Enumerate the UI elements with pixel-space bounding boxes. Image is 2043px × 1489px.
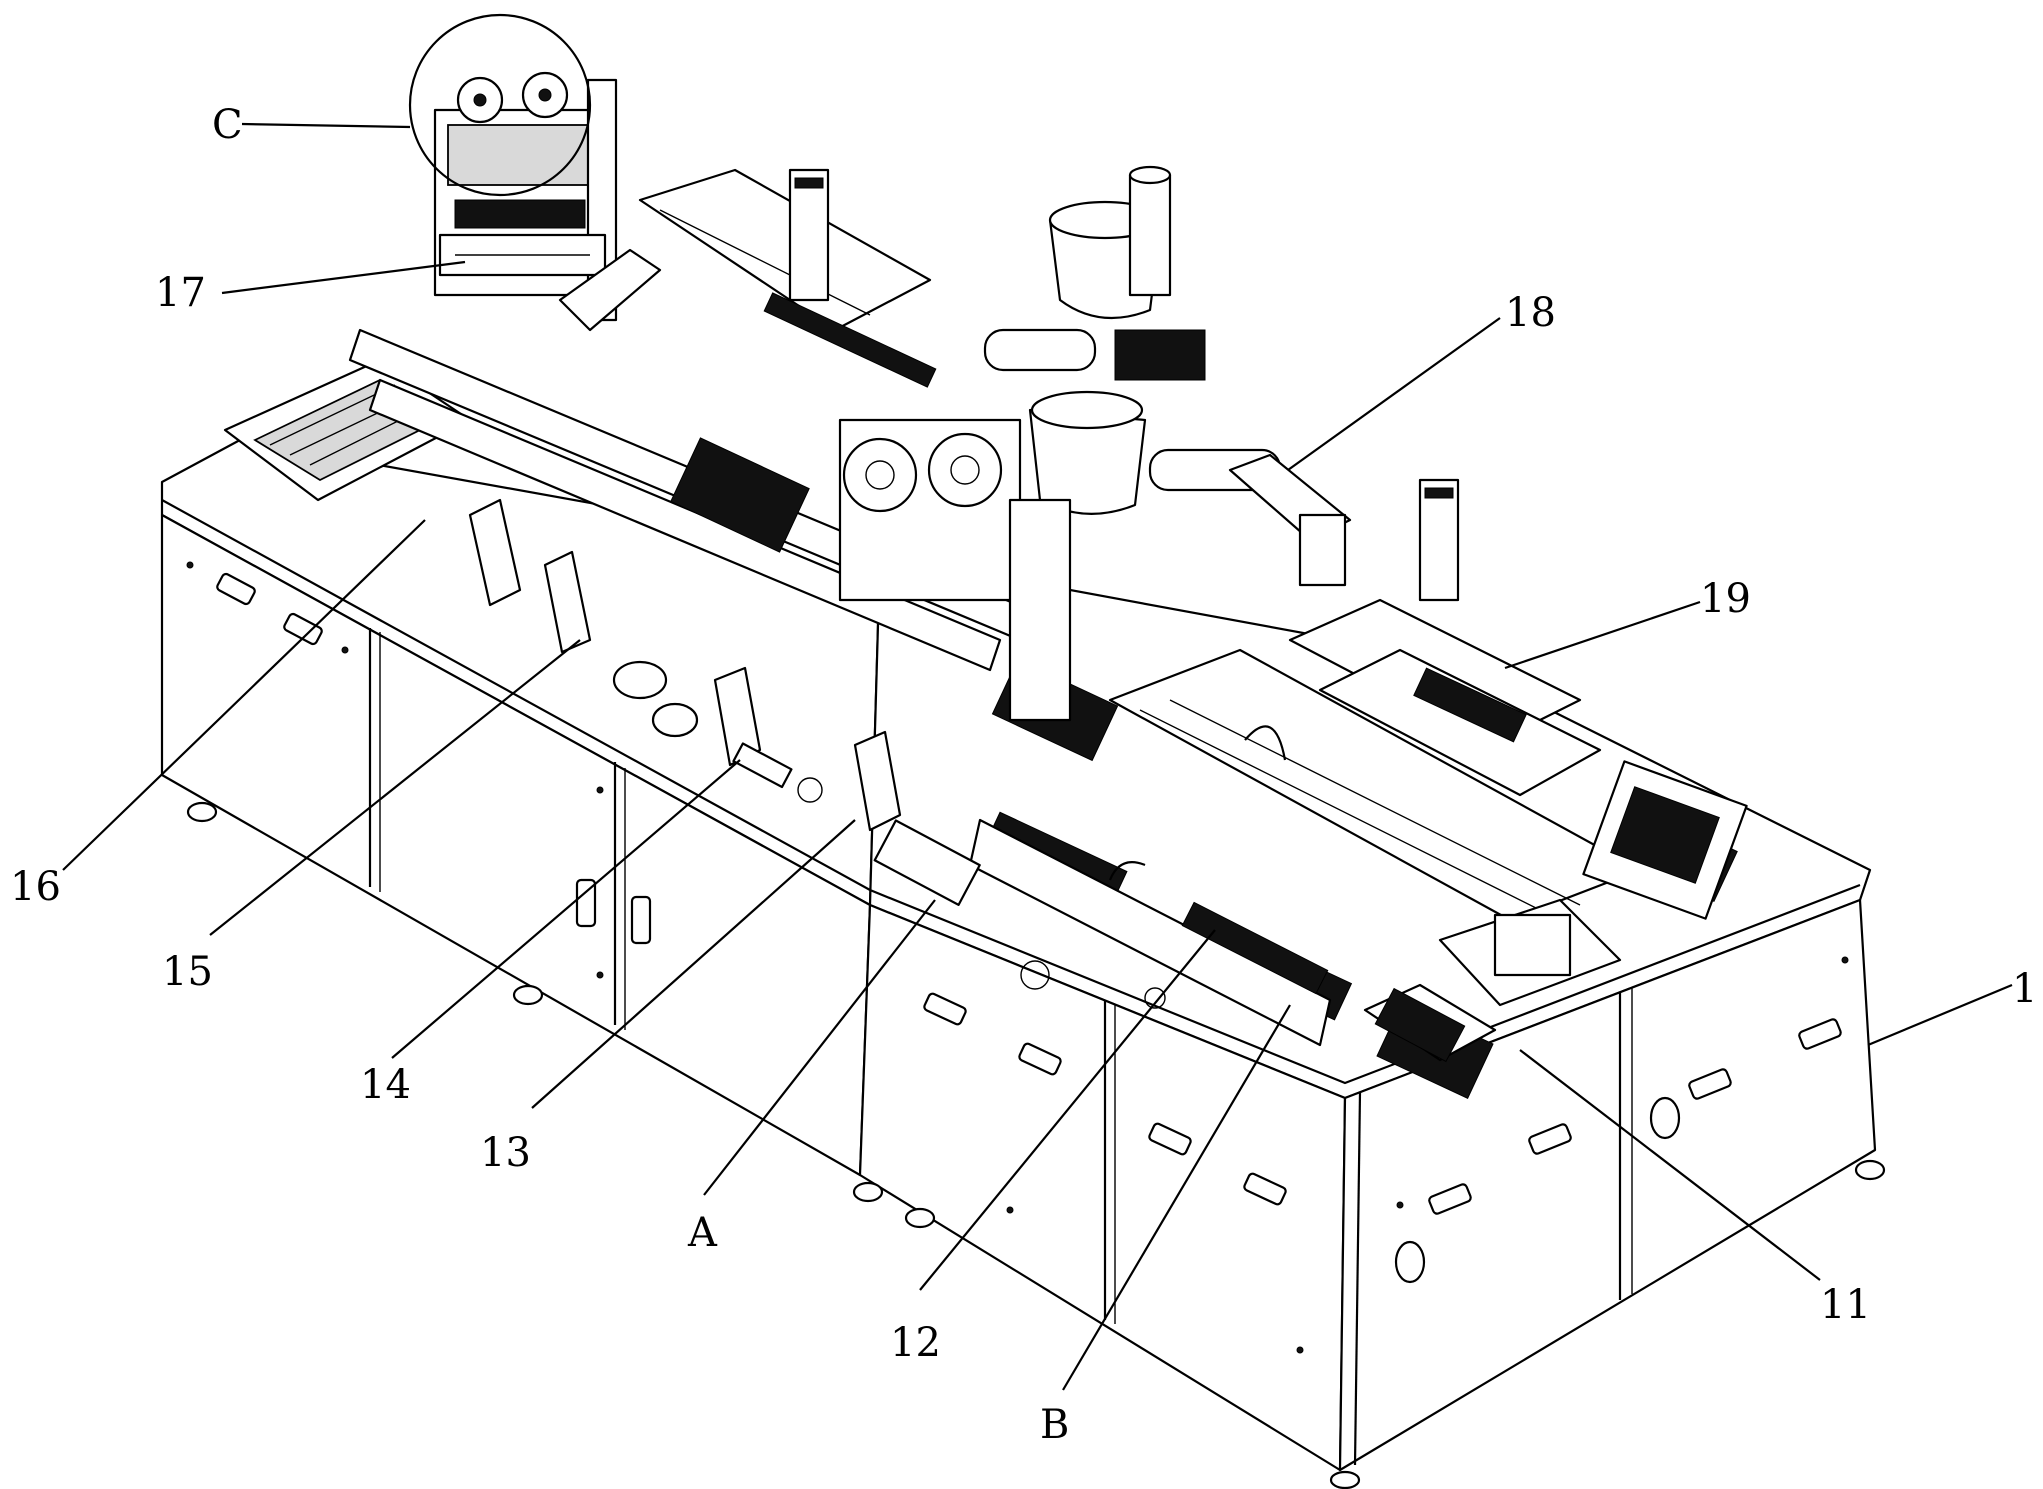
label-17: 17 — [155, 270, 206, 316]
leader-13 — [531, 819, 856, 1109]
label-a: A — [687, 1210, 718, 1256]
leader-b — [1062, 1004, 1291, 1391]
detail-circle-c — [408, 13, 592, 197]
leader-12 — [919, 929, 1216, 1291]
leader-18 — [1287, 317, 1501, 471]
label-19: 19 — [1700, 576, 1751, 622]
leader-14 — [391, 759, 741, 1059]
leader-17 — [221, 260, 466, 295]
label-c: C — [212, 102, 243, 148]
leader-15 — [209, 639, 581, 936]
callout-leaders — [62, 13, 2013, 1391]
label-12: 12 — [890, 1320, 941, 1366]
leader-a — [703, 899, 936, 1196]
label-15: 15 — [162, 949, 213, 995]
machine-mechanisms — [223, 71, 1748, 1099]
leader-11 — [1519, 1049, 1821, 1281]
leader-16 — [62, 519, 426, 871]
label-13: 13 — [480, 1130, 531, 1176]
label-b: B — [1040, 1402, 1069, 1448]
leader-c — [241, 122, 411, 129]
callout-labels: C 17 18 19 16 15 14 13 A 12 B 11 1 — [10, 102, 2037, 1448]
label-1: 1 — [2012, 966, 2037, 1012]
label-14: 14 — [360, 1062, 411, 1108]
label-11: 11 — [1820, 1282, 1871, 1328]
leader-19 — [1504, 600, 1701, 670]
leader-1 — [1867, 983, 2013, 1047]
label-16: 16 — [10, 864, 61, 910]
label-18: 18 — [1505, 290, 1556, 336]
